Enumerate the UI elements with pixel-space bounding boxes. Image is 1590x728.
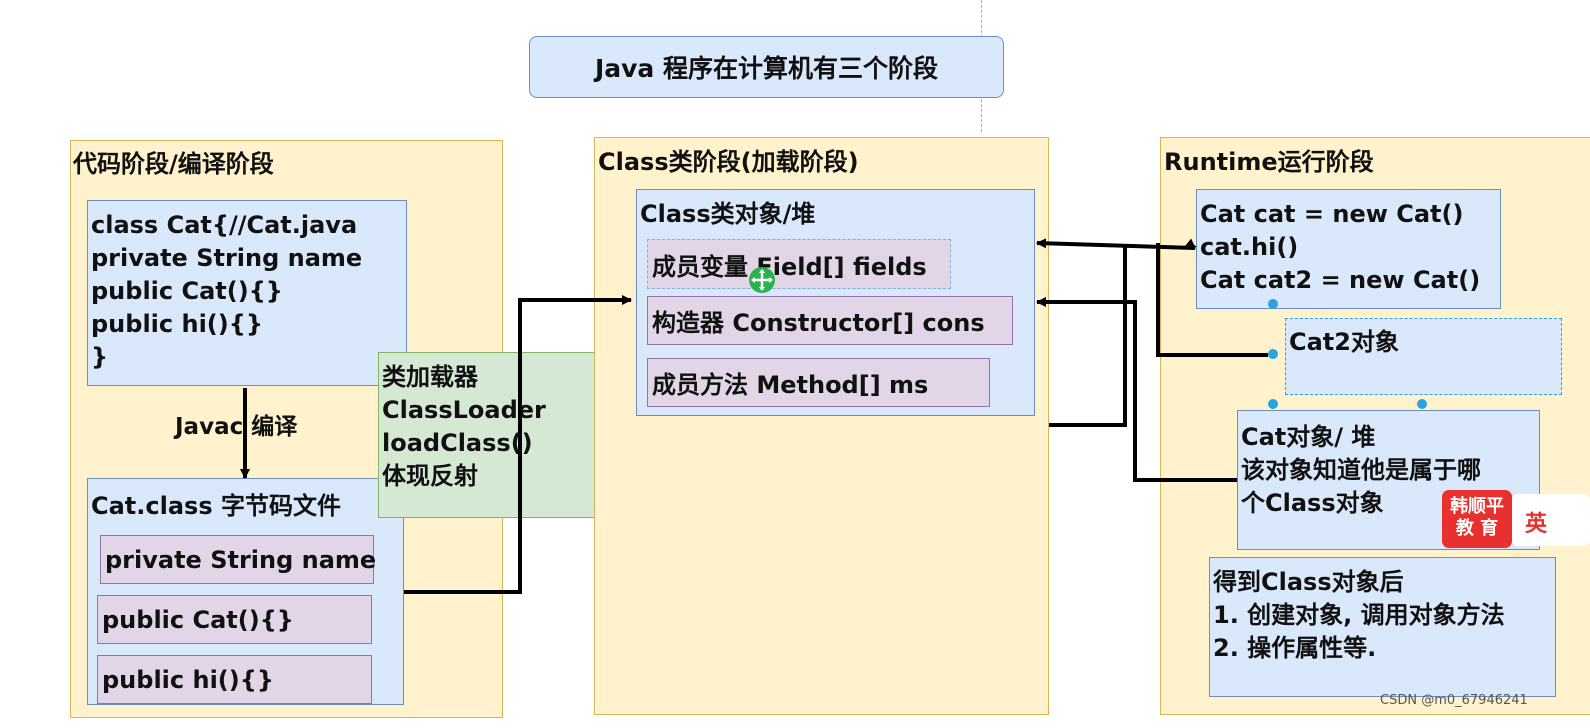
brand-side-text: 英 xyxy=(1525,512,1548,537)
classloader-line: 体现反射 xyxy=(382,462,478,490)
diagram-title: Java 程序在计算机有三个阶段 xyxy=(529,36,1004,98)
class-file-item-field: private String name xyxy=(100,535,376,584)
source-line: class Cat{//Cat.java xyxy=(91,211,358,239)
selection-handle[interactable] xyxy=(1268,349,1278,359)
class-stage-label: Class类阶段(加载阶段) xyxy=(598,148,859,176)
after-class-object-box: 得到Class对象后 1. 创建对象, 调用对象方法 2. 操作属性等. xyxy=(1209,557,1556,697)
selection-handle[interactable] xyxy=(1268,399,1278,409)
selection-handle[interactable] xyxy=(1268,299,1278,309)
classloader-line: loadClass() xyxy=(382,429,533,457)
class-object-link xyxy=(1049,245,1127,427)
cat-object-line: 个Class对象 xyxy=(1241,489,1384,517)
cat-object-line: 该对象知道他是属于哪 xyxy=(1241,456,1481,484)
runtime-code-line: cat.hi() xyxy=(1200,233,1299,261)
runtime-stage-label: Runtime运行阶段 xyxy=(1164,148,1374,176)
classloader-line: ClassLoader xyxy=(382,396,546,424)
source-code-box: class Cat{//Cat.java private String name… xyxy=(87,200,407,386)
cat2-object-label: Cat2对象 xyxy=(1289,328,1399,356)
brand-badge: 韩顺平 教 育 xyxy=(1442,490,1512,548)
source-line: } xyxy=(91,343,109,371)
runtime-code-line: Cat cat2 = new Cat() xyxy=(1200,266,1481,294)
runtime-code-box: Cat cat = new Cat() cat.hi() Cat cat2 = … xyxy=(1196,189,1501,309)
cat-object-line: Cat对象/ 堆 xyxy=(1241,423,1376,451)
selection-handle[interactable] xyxy=(1417,399,1427,409)
class-file-label: Cat.class 字节码文件 xyxy=(91,492,341,520)
code-stage-label: 代码阶段/编译阶段 xyxy=(73,150,274,178)
classloader-line: 类加载器 xyxy=(382,363,478,391)
after-line: 1. 创建对象, 调用对象方法 xyxy=(1213,601,1505,629)
after-line: 得到Class对象后 xyxy=(1213,568,1404,596)
source-line: private String name xyxy=(91,244,363,272)
source-line: public hi(){} xyxy=(91,310,263,338)
runtime-code-line: Cat cat = new Cat() xyxy=(1200,200,1464,228)
brand-badge-line: 教 育 xyxy=(1455,518,1499,539)
class-member-constructors: 构造器 Constructor[] cons xyxy=(647,296,1013,345)
move-cursor-icon xyxy=(748,266,776,294)
class-member-methods: 成员方法 Method[] ms xyxy=(647,358,990,407)
brand-side-box xyxy=(1512,494,1590,546)
source-line: public Cat(){} xyxy=(91,277,283,305)
watermark: CSDN @m0_67946241 xyxy=(1380,693,1528,708)
after-line: 2. 操作属性等. xyxy=(1213,634,1377,662)
class-file-item-method: public hi(){} xyxy=(97,655,372,704)
class-member-fields[interactable]: 成员变量 Field[] fields xyxy=(647,239,951,289)
class-file-item-constructor: public Cat(){} xyxy=(97,595,372,644)
compile-label: Javac 编译 xyxy=(175,414,298,440)
class-object-label: Class类对象/堆 xyxy=(640,200,816,228)
brand-badge-line: 韩顺平 xyxy=(1450,496,1504,517)
classloader-box: 类加载器 ClassLoader loadClass() 体现反射 xyxy=(378,352,630,518)
cat2-object-box[interactable] xyxy=(1285,318,1562,395)
